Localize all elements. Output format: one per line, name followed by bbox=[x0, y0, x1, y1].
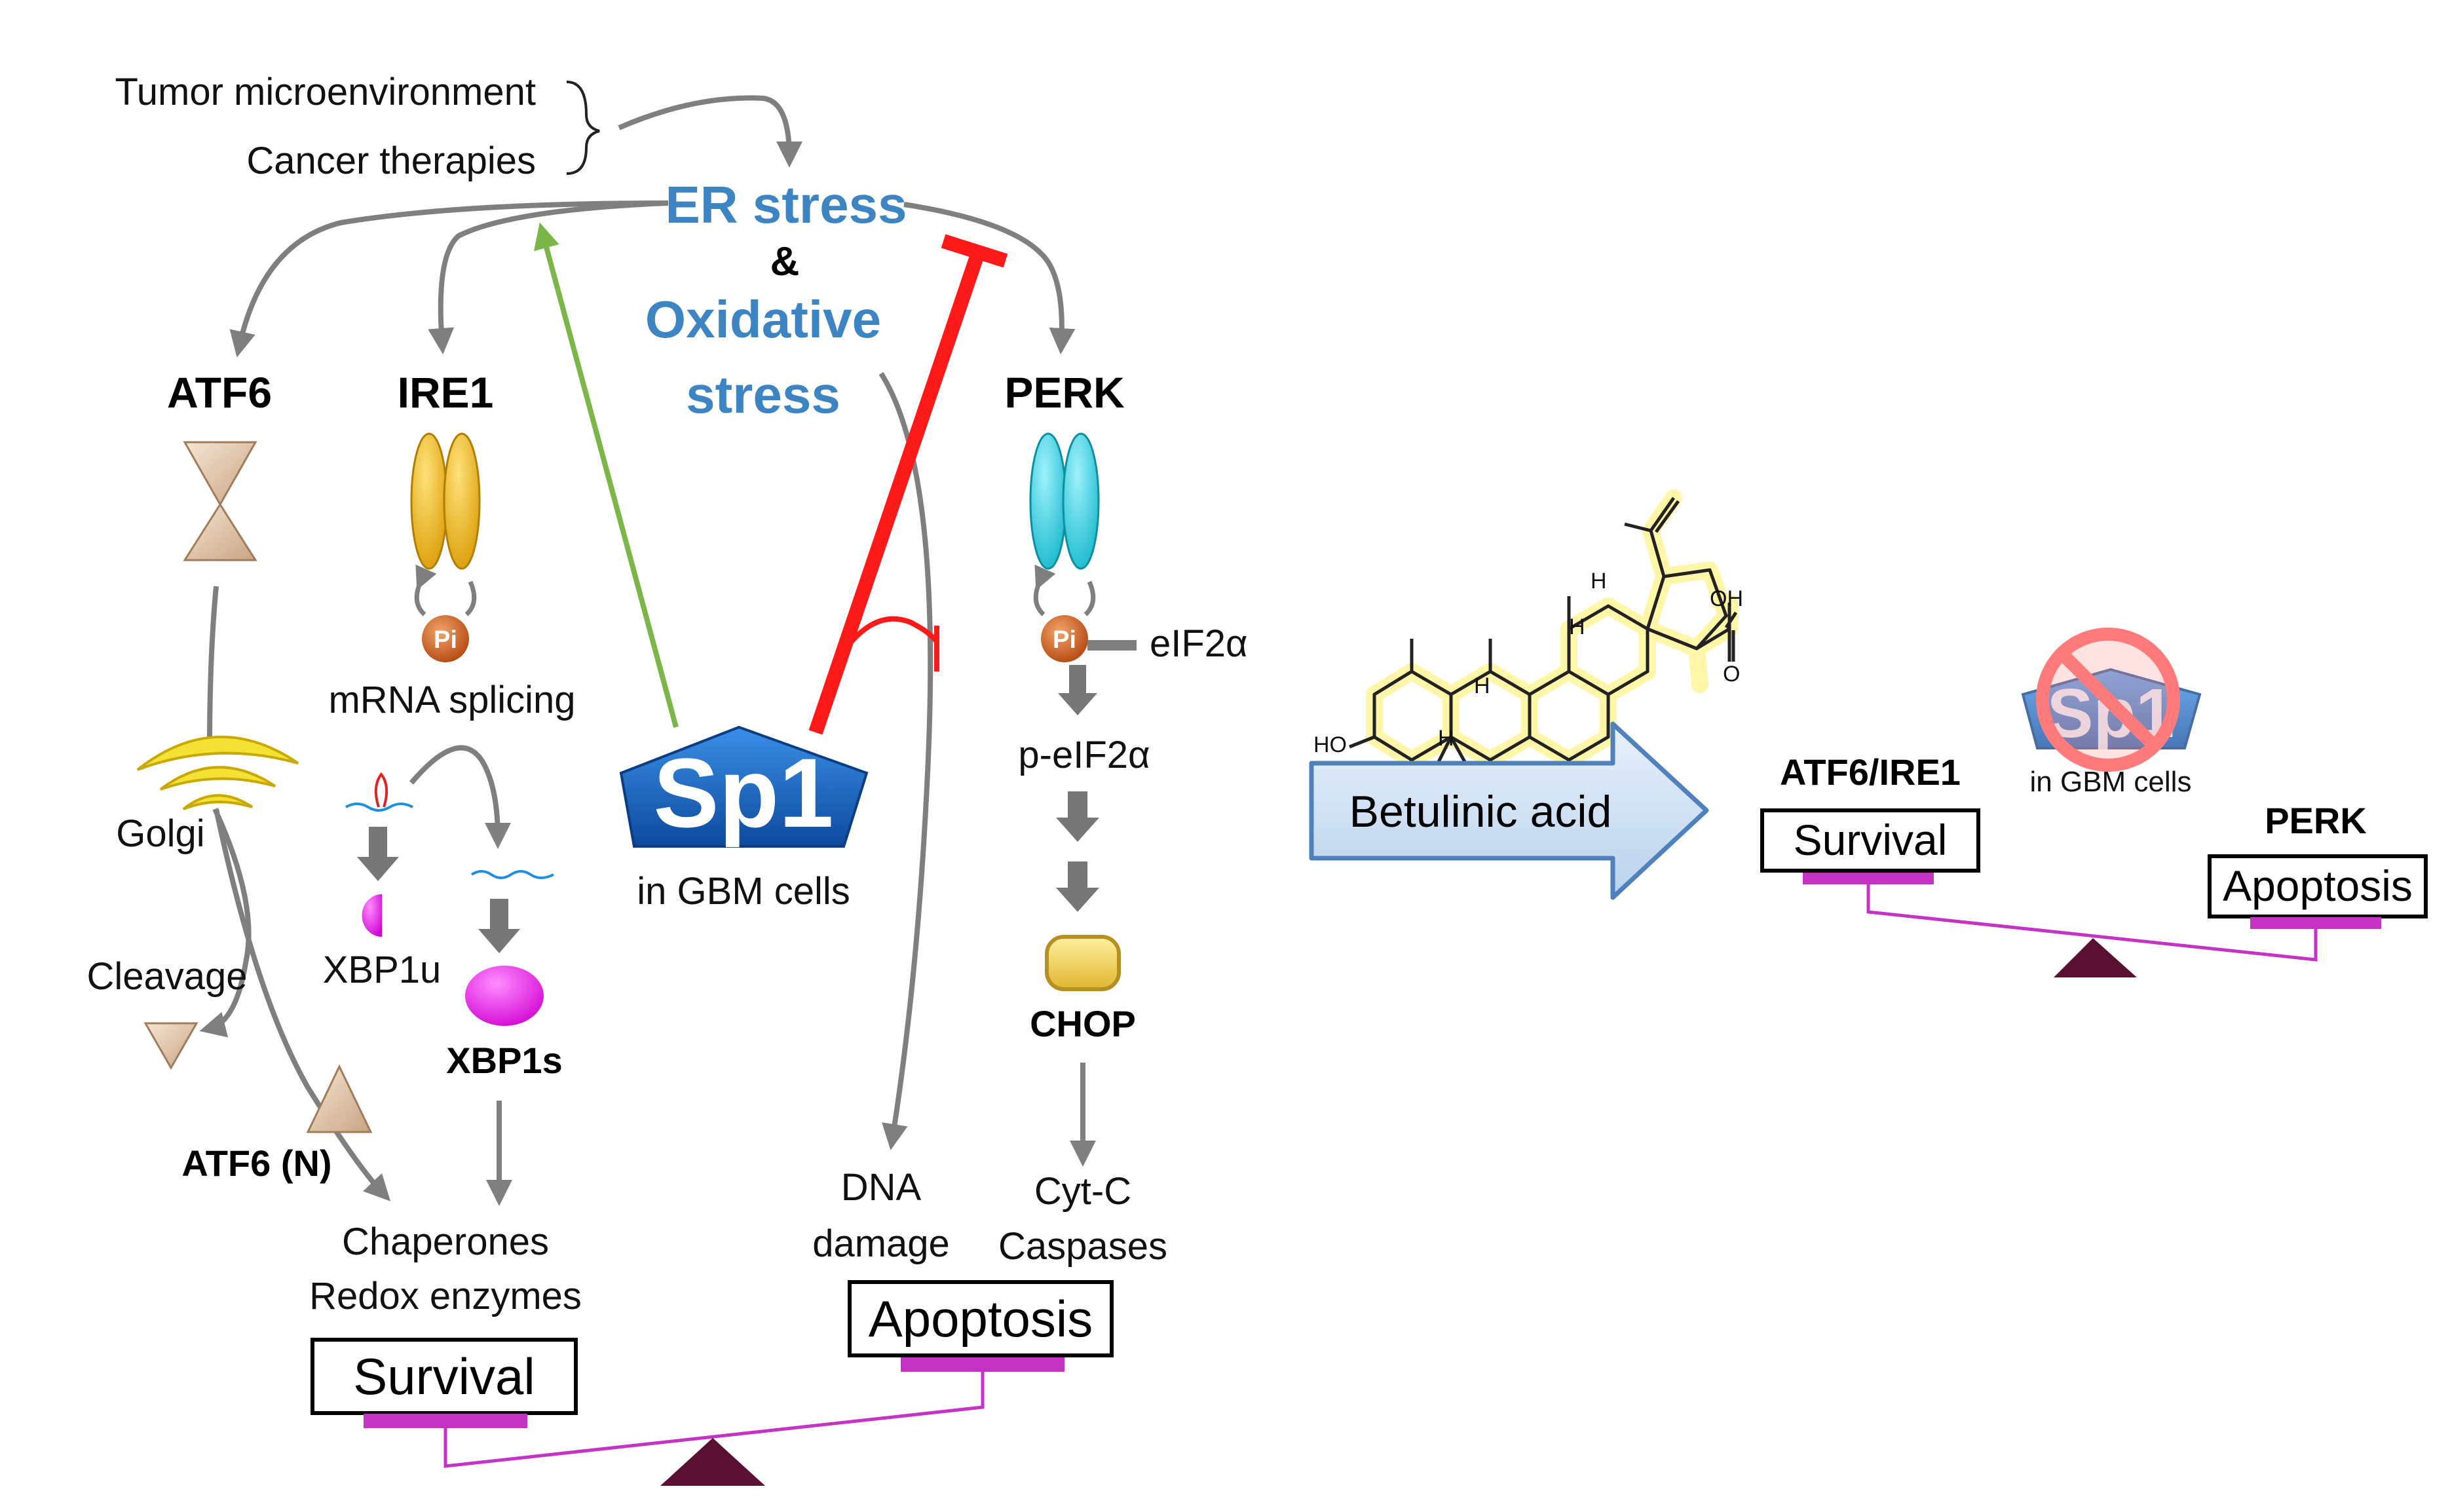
xbp1s-block-arrow-icon bbox=[478, 899, 520, 953]
er-to-ire1-arrow bbox=[428, 200, 669, 354]
chem-oh-label: OH bbox=[1710, 586, 1743, 611]
xbp1u-protein-icon bbox=[362, 894, 382, 937]
dna-label: DNA bbox=[841, 1166, 922, 1209]
ire1-label: IRE1 bbox=[398, 368, 494, 417]
atf6-to-golgi-line bbox=[207, 586, 219, 747]
damage-label: damage bbox=[812, 1222, 950, 1265]
input-brace bbox=[566, 81, 600, 175]
cyt-c-label: Cyt-C bbox=[1034, 1170, 1131, 1213]
survival-label: Survival bbox=[353, 1348, 535, 1405]
cancer-therapies-label: Cancer therapies bbox=[246, 140, 536, 182]
left-balance-scale bbox=[364, 1357, 1065, 1486]
atf6n-label: ATF6 (N) bbox=[181, 1143, 331, 1184]
sp1-activates-er-stress-arrow bbox=[533, 222, 679, 728]
cleavage-label: Cleavage bbox=[86, 955, 247, 998]
spliced-mrna-icon bbox=[470, 870, 554, 879]
ire1-autophos-left bbox=[414, 564, 437, 616]
er-to-perk-arrow bbox=[903, 202, 1076, 354]
perk-block-arrow-3-icon bbox=[1056, 861, 1099, 912]
apoptosis-label: Apoptosis bbox=[869, 1290, 1093, 1348]
mrna-splicing-label: mRNA splicing bbox=[328, 679, 575, 721]
chem-h-label-2: H bbox=[1569, 614, 1585, 639]
xbp1u-block-arrow-icon bbox=[357, 827, 399, 881]
atf6n-triangle-icon bbox=[306, 1064, 373, 1133]
perk-block-arrow-2-icon bbox=[1056, 791, 1099, 842]
unspliced-mrna-icon bbox=[345, 772, 413, 812]
perk-phosphate-icon bbox=[1041, 615, 1088, 662]
golgi-label: Golgi bbox=[116, 812, 204, 855]
stress-word-label: stress bbox=[686, 366, 840, 424]
ampersand-label: & bbox=[770, 239, 800, 284]
chem-h-label-3: H bbox=[1474, 673, 1490, 698]
sp1-pentagon-icon bbox=[619, 725, 869, 848]
ire1-receptor-icon bbox=[410, 432, 481, 570]
chem-h-label-4: H bbox=[1438, 726, 1454, 751]
right-sp1-caption-label: in GBM cells bbox=[2030, 766, 2192, 798]
right-perk-label: PERK bbox=[2265, 800, 2367, 841]
right-apoptosis-label: Apoptosis bbox=[2223, 861, 2413, 910]
ire1-pi-label: Pi bbox=[434, 626, 457, 654]
oxidative-label: Oxidative bbox=[645, 290, 881, 349]
atf6-label: ATF6 bbox=[167, 368, 272, 417]
no-sp1-icon bbox=[2036, 628, 2180, 772]
chaperones-label: Chaperones bbox=[342, 1220, 549, 1263]
right-balance-scale bbox=[1803, 873, 2381, 977]
atf6-ire1-label: ATF6/IRE1 bbox=[1780, 751, 1961, 793]
golgi-to-chaperones-arrow bbox=[214, 808, 391, 1201]
atf6-hourglass-icon bbox=[183, 441, 257, 561]
er-stress-label: ER stress bbox=[665, 176, 907, 234]
chop-protein-icon bbox=[1045, 935, 1121, 991]
sp1-inhibition-tbar bbox=[941, 234, 1008, 268]
xbp1u-label: XBP1u bbox=[323, 949, 442, 991]
er-to-atf6-arrow bbox=[229, 200, 669, 358]
xbp1s-protein-icon bbox=[465, 966, 544, 1026]
betulinic-acid-arrow bbox=[1309, 721, 1709, 900]
tumor-microenvironment-label: Tumor microenvironment bbox=[115, 71, 536, 113]
perk-block-arrow-1-icon bbox=[1058, 665, 1097, 715]
chem-ho-label: HO bbox=[1313, 732, 1347, 757]
right-survival-label: Survival bbox=[1794, 816, 1948, 864]
chop-label: CHOP bbox=[1030, 1003, 1136, 1044]
chem-h-label-1: H bbox=[1591, 569, 1607, 594]
chem-o-label: O bbox=[1723, 662, 1740, 687]
redox-enzymes-label: Redox enzymes bbox=[309, 1275, 582, 1317]
perk-label: PERK bbox=[1004, 368, 1125, 417]
perk-receptor-icon bbox=[1029, 432, 1100, 570]
perk-pi-label: Pi bbox=[1053, 626, 1076, 654]
xbp1s-label: XBP1s bbox=[446, 1040, 562, 1081]
golgi-icon bbox=[136, 735, 299, 810]
perk-autophos-left bbox=[1033, 564, 1056, 616]
ire1-autophos-right bbox=[464, 580, 477, 616]
right-survival-box bbox=[1760, 808, 1980, 873]
cleaved-fragment-icon bbox=[143, 1022, 198, 1070]
sp1-caption-label: in GBM cells bbox=[637, 870, 850, 913]
eif2a-label: eIF2α bbox=[1150, 622, 1248, 665]
splicing-arrow bbox=[409, 745, 511, 849]
betulinic-acid-label: Betulinic acid bbox=[1349, 787, 1612, 837]
apoptosis-box bbox=[848, 1280, 1114, 1357]
caspases-label: Caspases bbox=[998, 1225, 1167, 1268]
survival-box bbox=[311, 1338, 578, 1415]
betulinic-acid-structure-icon: OH O HO H H H H bbox=[1313, 489, 1743, 771]
sp1-inhibits-stress-bar bbox=[808, 246, 987, 735]
perk-autophos-right bbox=[1084, 580, 1096, 616]
sp1-inhibits-dna-damage-arc bbox=[846, 616, 939, 647]
sp1-label: Sp1 bbox=[653, 738, 833, 848]
inputs-to-er-stress-arrow bbox=[618, 95, 802, 168]
ire1-phosphate-icon bbox=[422, 615, 469, 662]
right-apoptosis-box bbox=[2208, 854, 2428, 918]
p-eif2a-label: p-eIF2α bbox=[1018, 734, 1150, 776]
golgi-to-cleavage-arrow bbox=[199, 808, 252, 1038]
